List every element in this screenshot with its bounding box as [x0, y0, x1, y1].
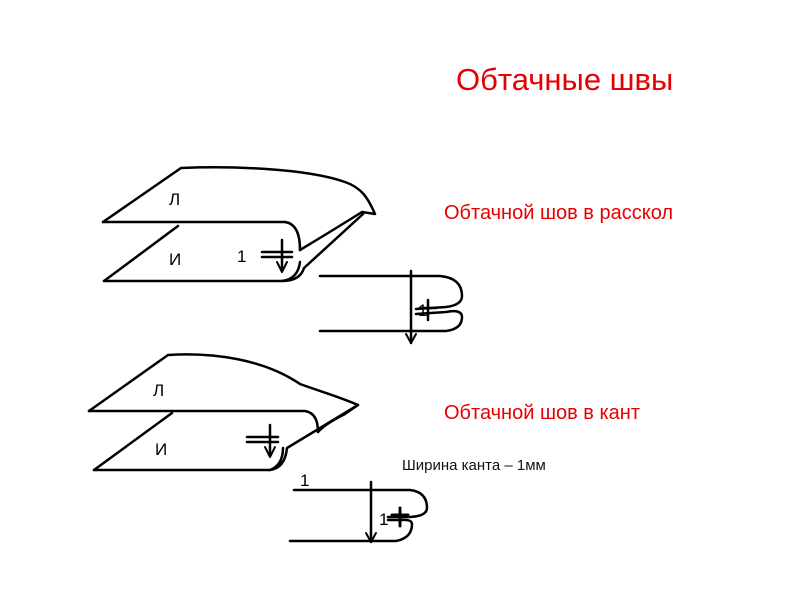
bottom-layer-front-edge	[102, 212, 365, 283]
bottom-layer-outline	[102, 224, 180, 283]
section-bottom-layer	[318, 309, 464, 333]
top-layer-outline	[101, 166, 377, 252]
fold-edge-bottom	[268, 446, 285, 472]
stitch-mark	[245, 423, 280, 457]
page-title: Обтачные швы	[456, 62, 674, 97]
fold-edge-top	[283, 220, 302, 252]
stitch-arrow	[264, 446, 276, 458]
edge-width-note: Ширина канта – 1мм	[402, 457, 546, 474]
bottom-layer-front-edge	[92, 403, 360, 472]
section-stitch-arrow	[365, 532, 377, 543]
bottom-layer-label: И	[169, 250, 181, 269]
split-seam-cross-section: 1	[318, 269, 464, 345]
stitch-number-label: 1	[237, 247, 246, 266]
bottom-layer-outline	[92, 411, 174, 472]
edge-seam-cross-section: 1 1	[288, 471, 429, 544]
edge-seam-3d-view: Л И	[87, 353, 360, 472]
section-stitch-label: 1	[418, 301, 427, 320]
seam-caption-edge: Обтачной шов в кант	[444, 402, 640, 424]
split-seam-3d-view: Л И 1	[101, 166, 377, 283]
section-stitch-mark	[390, 506, 410, 528]
section-top-layer	[292, 488, 429, 519]
stitch-mark	[260, 238, 294, 272]
top-layer-label: Л	[169, 190, 180, 209]
section-stitch-label: 1	[379, 510, 388, 529]
section-stitch-mark	[418, 298, 438, 322]
section-top-stitch-label: 1	[300, 471, 309, 490]
section-bottom-layer	[288, 518, 414, 543]
top-layer-label: Л	[153, 381, 164, 400]
seam-caption-split: Обтачной шов в расскол	[444, 202, 674, 224]
section-top-layer	[318, 274, 464, 311]
bottom-layer-label: И	[155, 440, 167, 459]
stitch-arrow	[276, 261, 288, 273]
section-stitch-arrow	[405, 333, 417, 344]
fold-edge-bottom	[280, 260, 302, 283]
top-layer-outline	[87, 353, 360, 434]
top-layer-front-edge	[87, 409, 320, 434]
